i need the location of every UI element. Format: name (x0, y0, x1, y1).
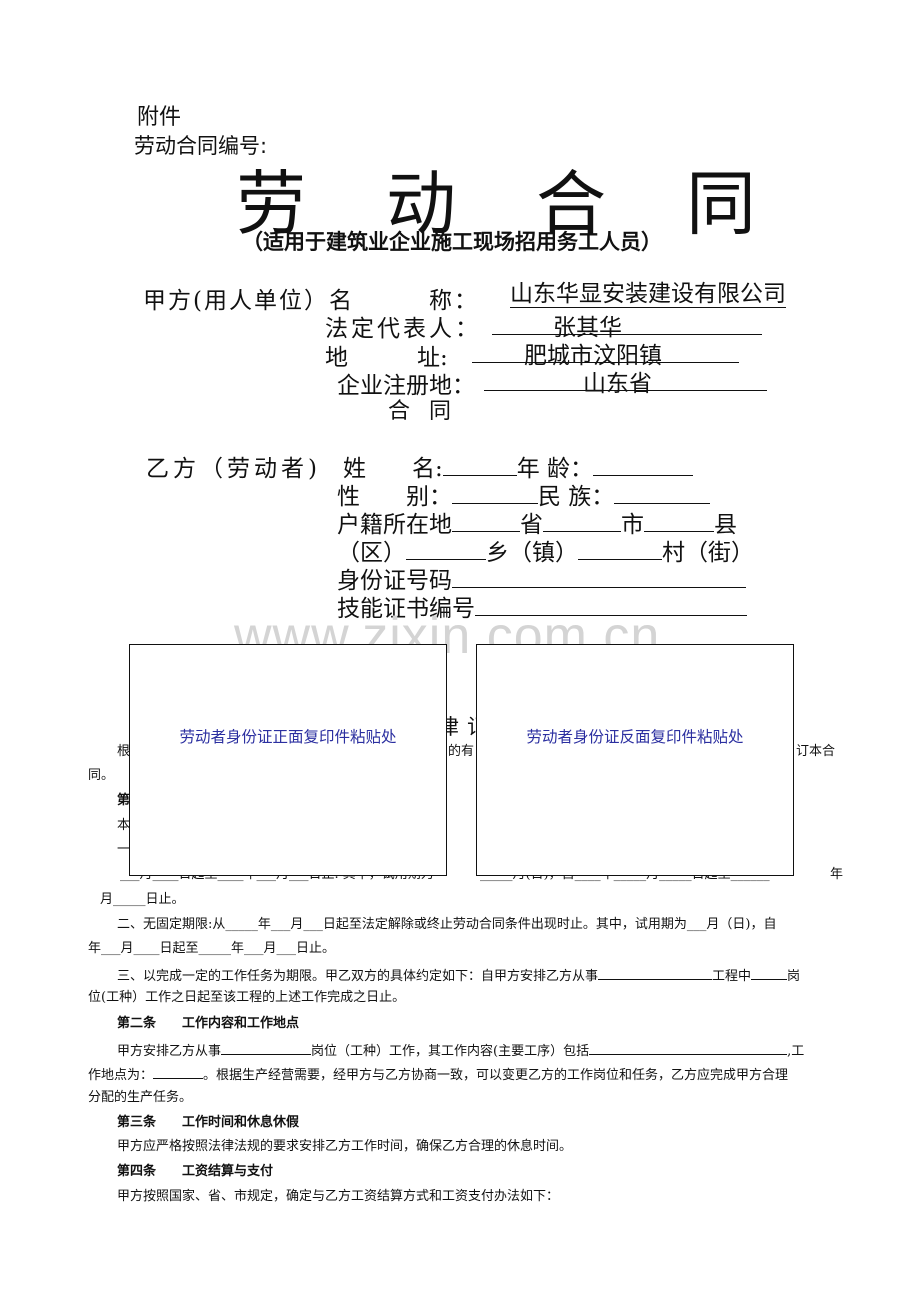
ethnicity-field[interactable] (614, 480, 711, 504)
party-b-gender-row: 性 别： 民 族： (337, 477, 711, 511)
city-label: 市 (621, 512, 644, 538)
ethnicity-label: 民 族： (538, 484, 615, 510)
option3-text-b: 工程中 (712, 969, 752, 984)
option3-text-c: 岗 (787, 969, 801, 984)
option1-fragment: 一 (117, 842, 131, 857)
document-title: 劳动合同 (236, 148, 756, 249)
hukou-label: 户籍所在地 (337, 512, 452, 538)
intro-fragment: 根 (117, 744, 131, 759)
term-line-fragment: 年 (830, 867, 844, 882)
party-a-legal-rep-value: 张其华 (553, 315, 622, 341)
id-number-field[interactable] (452, 564, 746, 588)
article4-title: 第四条 工资结算与支付 (117, 1164, 274, 1179)
party-a-legal-rep-label: 法定代表人： (325, 316, 481, 342)
article2-line2: 作地点为： 。根据生产经营需要，经甲方与乙方协商一致，可以变更乙方的工作岗位和任务… (88, 1066, 788, 1083)
job-post-field[interactable] (221, 1042, 312, 1055)
province-field[interactable] (452, 508, 520, 532)
article1-fragment: 本 (117, 818, 131, 833)
town-label: 乡（镇） (486, 540, 578, 566)
intro-fragment: 同。 (88, 768, 115, 783)
party-a-address-label: 地 址: (325, 345, 448, 371)
party-a-reg-place-value: 山东省 (583, 371, 652, 397)
intro-fragment: 的有 (448, 744, 475, 759)
option3-line1: 三、以完成一定的工作任务为期限。甲乙双方的具体约定如下：自甲方安排乙方从事 工程中… (117, 967, 800, 984)
gender-label: 性 别： (337, 484, 452, 510)
village-label: 村（街） (662, 540, 754, 566)
party-b-skill-row: 技能证书编号 (337, 589, 747, 623)
post-field[interactable] (751, 967, 788, 980)
work-place-field[interactable] (153, 1066, 204, 1079)
article3-title: 第三条 工作时间和休息休假 (117, 1115, 300, 1130)
title-char: 动 (386, 163, 456, 245)
id-front-paste-label: 劳动者身份证正面复印件粘贴处 (179, 728, 397, 746)
article2-text-b: 岗位（工种）工作，其工作内容(主要工序）包括 (311, 1044, 590, 1059)
document-subtitle: （适用于建筑业企业施工现场招用务工人员） (242, 230, 662, 254)
party-a-address-value: 肥城市汶阳镇 (524, 343, 662, 369)
article2-title: 第二条 工作内容和工作地点 (117, 1016, 300, 1031)
skill-cert-label: 技能证书编号 (337, 596, 475, 622)
option2-line1: 二、无固定期限:从_____年___月___日起至法定解除或终止劳动合同条件出现… (117, 917, 777, 932)
option3-text-a: 三、以完成一定的工作任务为期限。甲乙双方的具体约定如下：自甲方安排乙方从事 (117, 969, 599, 984)
name-field[interactable] (442, 452, 517, 476)
title-char: 劳 (236, 163, 306, 245)
province-label: 省 (520, 512, 543, 538)
town-field[interactable] (406, 536, 486, 560)
city-field[interactable] (543, 508, 621, 532)
party-a-address-field[interactable] (472, 339, 739, 363)
article3-line1: 甲方应严格按照法律法规的要求安排乙方工作时间，确保乙方合理的休息时间。 (117, 1139, 573, 1154)
attachment-label: 附件 (137, 105, 182, 130)
party-a-reg-place-field[interactable] (484, 367, 767, 391)
age-field[interactable] (593, 452, 694, 476)
option3-line2: 位(工种）工作之日起至该工程的上述工作完成之日止。 (88, 990, 406, 1005)
article2-text-c: ,工 (787, 1044, 805, 1059)
party-a-reg-place-label: 企业注册地： (337, 373, 475, 399)
age-label: 年 龄： (516, 456, 594, 482)
title-char: 同 (686, 163, 756, 245)
id-back-paste-label: 劳动者身份证反面复印件粘贴处 (526, 728, 744, 746)
party-a-company-name: 山东华显安装建设有限公司 (510, 281, 786, 308)
district-label: （区） (337, 540, 406, 566)
party-b-district-row: （区） 乡（镇） 村（街） (337, 533, 754, 567)
county-field[interactable] (644, 508, 714, 532)
party-b-id-row: 身份证号码 (337, 561, 746, 595)
id-label: 身份证号码 (337, 568, 452, 594)
id-back-paste-box: 劳动者身份证反面复印件粘贴处 (476, 644, 794, 876)
party-a-legal-rep-field[interactable] (492, 310, 762, 335)
project-field[interactable] (598, 967, 713, 980)
article2-text-a: 甲方安排乙方从事 (117, 1044, 222, 1059)
contract-label: 合 同 (388, 399, 457, 424)
party-b-hukou-row: 户籍所在地 省 市 县 (337, 505, 737, 539)
option1-end: 月_____日止。 (100, 892, 185, 907)
contract-number-label: 劳动合同编号: (134, 134, 268, 158)
article1-fragment: 第 (117, 793, 131, 808)
name-label: 姓 名: (343, 456, 443, 482)
party-b-name-row: 姓 名: 年 龄： (343, 449, 694, 483)
party-b-label: 乙方（劳动者) (146, 456, 321, 482)
title-char: 合 (536, 163, 606, 245)
article2-line3: 分配的生产任务。 (88, 1090, 193, 1105)
option2-line2: 年___月____日起至_____年___月___日止。 (88, 941, 336, 956)
intro-fragment: 订本合 (796, 744, 836, 759)
article2-text-e: 。根据生产经营需要，经甲方与乙方协商一致，可以变更乙方的工作岗位和任务，乙方应完… (203, 1068, 789, 1083)
article2-line1: 甲方安排乙方从事 岗位（工种）工作，其工作内容(主要工序）包括 ,工 (117, 1042, 804, 1059)
party-a-name-label: 甲方(用人单位）名 称： (143, 288, 479, 314)
article2-text-d: 作地点为： (88, 1068, 154, 1083)
skill-cert-field[interactable] (475, 592, 747, 616)
article4-line1: 甲方按照国家、省、市规定，确定与乙方工资结算方式和工资支付办法如下： (117, 1189, 560, 1204)
id-front-paste-box: 劳动者身份证正面复印件粘贴处 (129, 644, 447, 876)
gender-field[interactable] (452, 480, 538, 504)
village-field[interactable] (578, 536, 662, 560)
work-content-field[interactable] (589, 1042, 788, 1055)
county-label: 县 (714, 512, 737, 538)
